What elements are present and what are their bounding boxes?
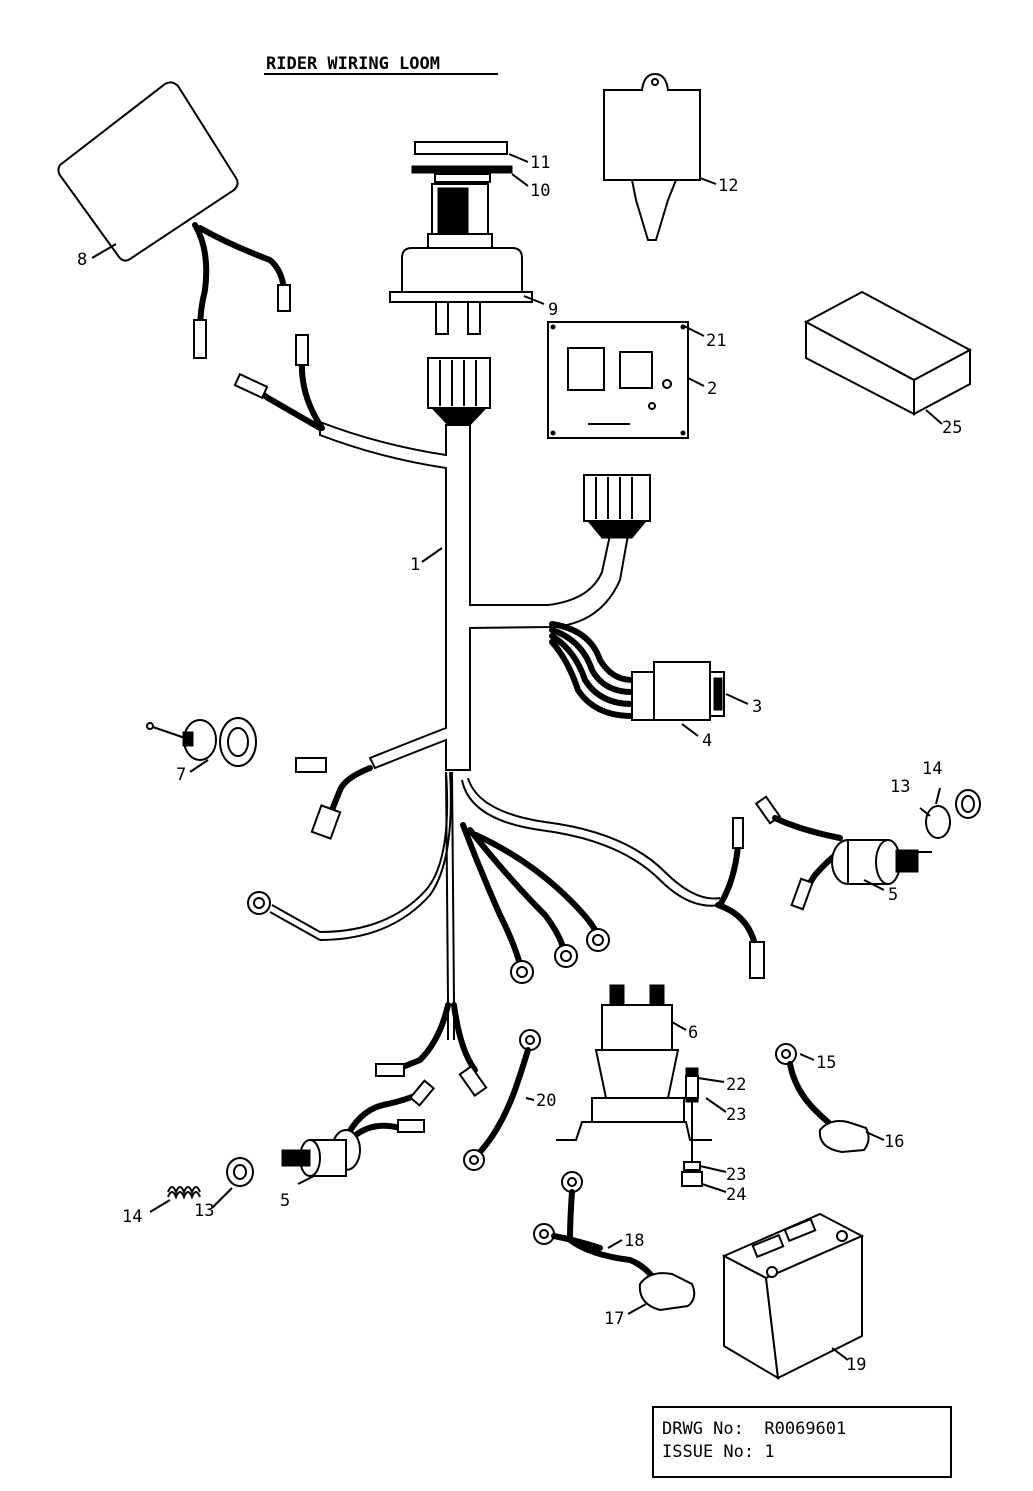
part-21-panel <box>547 321 689 439</box>
label-part-13-upper: 13 <box>890 777 910 797</box>
label-part-8: 8 <box>77 250 87 270</box>
label-part-20: 20 <box>536 1091 556 1111</box>
label-part-24: 24 <box>726 1185 746 1205</box>
label-part-13-lower: 13 <box>194 1201 214 1221</box>
label-part-23-lower: 23 <box>726 1165 746 1185</box>
part-3-4-relay <box>549 621 725 721</box>
label-part-5-upper: 5 <box>888 885 898 905</box>
label-part-4: 4 <box>702 731 712 751</box>
part-7-switch <box>146 717 257 767</box>
label-part-18: 18 <box>624 1231 644 1251</box>
label-part-25: 25 <box>942 418 962 438</box>
label-part-22: 22 <box>726 1075 746 1095</box>
label-part-21: 21 <box>706 331 726 351</box>
label-part-19: 19 <box>846 1355 866 1375</box>
drawing-number-label: DRWG No: <box>662 1419 744 1439</box>
part-5-socket-right <box>754 789 981 911</box>
leader-lines <box>91 153 943 1361</box>
label-part-11: 11 <box>530 153 550 173</box>
issue-number-label: ISSUE No: <box>662 1442 755 1462</box>
part-15-16-sensor <box>775 1043 870 1154</box>
label-part-3: 3 <box>752 697 762 717</box>
part-17-18-sensor <box>533 1171 696 1312</box>
label-part-17: 17 <box>604 1309 624 1329</box>
part-1-harness <box>233 334 651 771</box>
drawing-number-row: DRWG No: R0069601 <box>662 1418 942 1441</box>
part-12-bracket <box>603 72 701 241</box>
part-8-module <box>57 81 291 359</box>
harness-left-leads <box>295 757 373 840</box>
label-part-7: 7 <box>176 765 186 785</box>
diagram-title: RIDER WIRING LOOM <box>266 54 440 74</box>
part-10-11-cover <box>411 141 513 183</box>
issue-number-row: ISSUE No: 1 <box>662 1441 942 1464</box>
label-part-15: 15 <box>816 1053 836 1073</box>
label-part-10: 10 <box>530 181 550 201</box>
label-part-23-upper: 23 <box>726 1105 746 1125</box>
label-part-1: 1 <box>410 555 420 575</box>
label-part-14-upper: 14 <box>922 759 942 779</box>
label-part-9: 9 <box>548 300 558 320</box>
part-13-14-nut-spring-left <box>167 1157 254 1200</box>
part-25-box <box>803 290 973 416</box>
title-block: DRWG No: R0069601 ISSUE No: 1 <box>652 1406 952 1478</box>
issue-number-value: 1 <box>764 1442 775 1462</box>
label-part-16: 16 <box>884 1132 904 1152</box>
part-22-24-bolt <box>681 1067 703 1187</box>
label-part-12: 12 <box>718 176 738 196</box>
label-part-5-lower: 5 <box>280 1191 290 1211</box>
part-6-solenoid <box>556 984 712 1141</box>
harness-lower-branches <box>247 771 765 1098</box>
drawing-number-value: R0069601 <box>764 1419 847 1439</box>
part-labels: 11 10 12 8 9 21 2 25 1 3 4 7 14 13 5 6 1… <box>77 153 962 1375</box>
part-20-lead <box>463 1029 541 1171</box>
part-5-socket-left <box>281 1079 436 1177</box>
part-9-switch <box>389 183 533 335</box>
label-part-6: 6 <box>688 1023 698 1043</box>
part-19-battery <box>721 1212 865 1380</box>
label-part-2: 2 <box>707 379 717 399</box>
label-part-14-lower: 14 <box>122 1207 142 1227</box>
